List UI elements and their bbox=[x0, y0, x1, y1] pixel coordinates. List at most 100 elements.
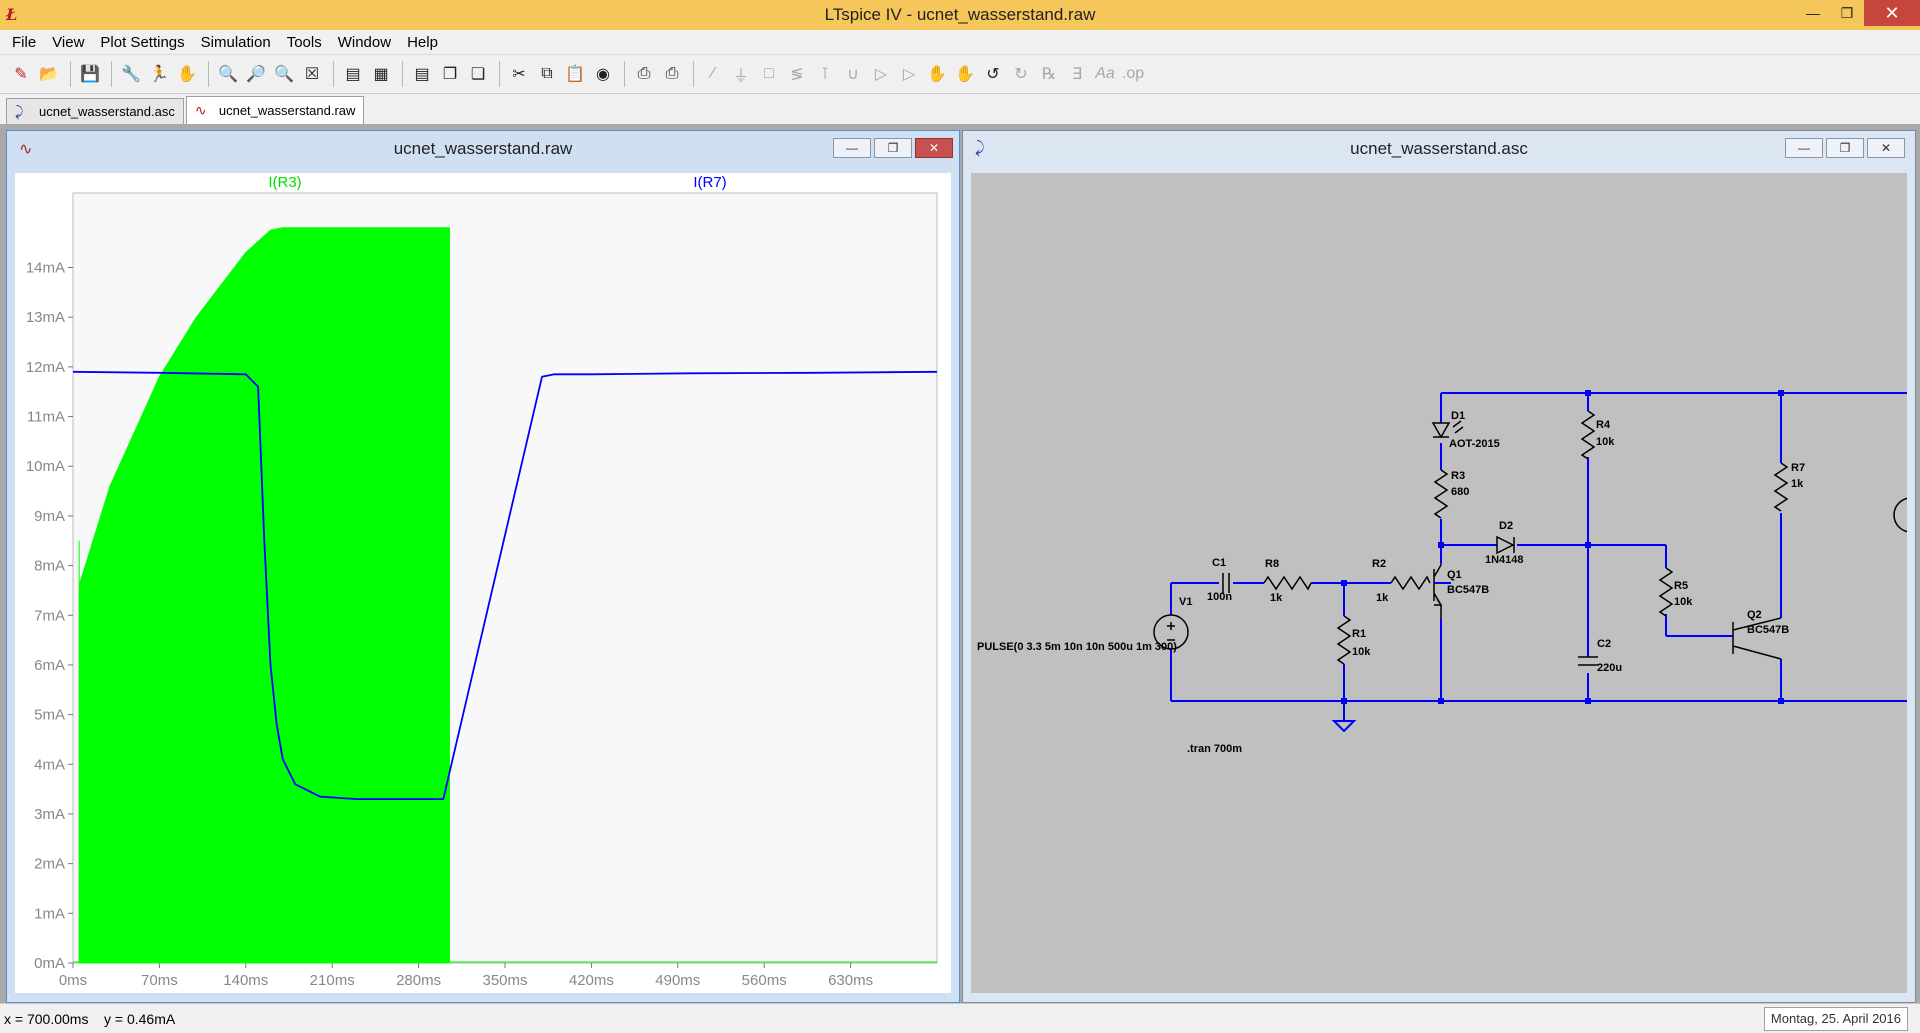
resistor-r4[interactable] bbox=[1580, 410, 1596, 460]
wire[interactable] bbox=[1665, 545, 1733, 637]
schematic-restore-button[interactable]: ❐ bbox=[1826, 138, 1864, 158]
restore-button[interactable]: ❐ bbox=[1840, 4, 1854, 21]
trace-label-i-r7[interactable]: I(R7) bbox=[693, 174, 726, 191]
resistor-r5[interactable] bbox=[1658, 567, 1674, 617]
zoom-in-icon[interactable]: 🔍 bbox=[218, 66, 238, 83]
cascade-icon[interactable]: ❐ bbox=[442, 66, 458, 83]
wire-icon[interactable]: ∕ bbox=[711, 65, 715, 82]
autorange-icon[interactable]: ▤ bbox=[345, 66, 361, 83]
copy-icon[interactable]: ⧉ bbox=[541, 65, 553, 82]
zoom-fit-icon[interactable]: ☒ bbox=[304, 66, 320, 83]
print-icon[interactable]: ⎙ bbox=[665, 65, 679, 82]
label-r8-value[interactable]: 1k bbox=[1270, 592, 1283, 604]
label-r7-value[interactable]: 1k bbox=[1791, 478, 1804, 490]
menu-help[interactable]: Help bbox=[407, 33, 438, 51]
label-r7-ref[interactable]: R7 bbox=[1791, 462, 1805, 474]
zoom-out-icon[interactable]: 🔍 bbox=[274, 66, 294, 83]
label-r5-ref[interactable]: R5 bbox=[1674, 580, 1688, 592]
trace-label-i-r3[interactable]: I(R3) bbox=[268, 174, 301, 191]
resistor-r2[interactable] bbox=[1390, 575, 1431, 591]
spice-directive-icon[interactable]: .op bbox=[1121, 65, 1145, 82]
label-v1-value[interactable]: PULSE(0 3.3 5m 10n 10n 500u 1m 300) bbox=[977, 641, 1177, 653]
label-q1-ref[interactable]: Q1 bbox=[1447, 569, 1462, 581]
capacitor-c1[interactable] bbox=[1222, 573, 1230, 593]
label-c2-ref[interactable]: C2 bbox=[1597, 638, 1611, 650]
label-r3-value[interactable]: 680 bbox=[1451, 486, 1469, 498]
find-binoculars-icon[interactable]: ◉ bbox=[596, 66, 610, 83]
close-button[interactable]: ✕ bbox=[1864, 0, 1920, 26]
undo-icon[interactable]: ↺ bbox=[986, 66, 1000, 83]
inductor-icon[interactable]: ∪ bbox=[847, 66, 859, 83]
menu-file[interactable]: File bbox=[12, 33, 37, 51]
label-v1-ref[interactable]: V1 bbox=[1179, 596, 1192, 608]
component-icon[interactable]: ▷ bbox=[902, 66, 916, 83]
resistor-r1[interactable] bbox=[1336, 615, 1352, 665]
resistor-r7[interactable] bbox=[1773, 462, 1789, 512]
capacitor-icon[interactable]: ⊺ bbox=[820, 66, 830, 83]
label-r5-value[interactable]: 10k bbox=[1674, 596, 1693, 608]
label-d1-ref[interactable]: D1 bbox=[1451, 410, 1465, 422]
move-hand-icon[interactable]: ✋ bbox=[927, 66, 947, 83]
schematic-minimize-button[interactable]: — bbox=[1785, 138, 1823, 158]
label-r2-ref[interactable]: R2 bbox=[1372, 558, 1386, 570]
resistor-r3[interactable] bbox=[1433, 469, 1449, 519]
ground-symbol[interactable] bbox=[1331, 720, 1357, 733]
capacitor-c2[interactable] bbox=[1578, 656, 1598, 666]
label-net-icon[interactable]: □ bbox=[764, 65, 774, 82]
autorange-y-icon[interactable]: ▦ bbox=[373, 66, 389, 83]
menu-plot-settings[interactable]: Plot Settings bbox=[100, 33, 185, 51]
menu-window[interactable]: Window bbox=[337, 33, 392, 51]
waveform-restore-button[interactable]: ❐ bbox=[874, 138, 912, 158]
label-r4-ref[interactable]: R4 bbox=[1596, 419, 1611, 431]
diode-icon[interactable]: ▷ bbox=[874, 66, 888, 83]
schematic-window[interactable]: ⤸ ucnet_wasserstand.asc — ❐ ✕ bbox=[962, 130, 1916, 1003]
mirror-icon[interactable]: ∃ bbox=[1071, 66, 1083, 83]
label-r8-ref[interactable]: R8 bbox=[1265, 558, 1279, 570]
resistor-icon[interactable]: ≶ bbox=[790, 66, 804, 83]
label-r2-value[interactable]: 1k bbox=[1376, 592, 1389, 604]
text-icon[interactable]: Aa bbox=[1095, 65, 1115, 82]
tab-schematic[interactable]: ⤸ ucnet_wasserstand.asc bbox=[6, 98, 184, 124]
label-r1-ref[interactable]: R1 bbox=[1352, 628, 1366, 640]
label-c1-value[interactable]: 100n bbox=[1207, 591, 1232, 603]
schematic-close-button[interactable]: ✕ bbox=[1867, 138, 1905, 158]
label-q2-value[interactable]: BC547B bbox=[1747, 624, 1789, 636]
cut-icon[interactable]: ✂ bbox=[512, 66, 526, 83]
resistor-r8[interactable] bbox=[1263, 575, 1312, 591]
label-r4-value[interactable]: 10k bbox=[1596, 436, 1615, 448]
label-q2-ref[interactable]: Q2 bbox=[1747, 609, 1762, 621]
ground-icon[interactable]: ⏚ bbox=[732, 68, 749, 85]
menu-tools[interactable]: Tools bbox=[286, 33, 322, 51]
tile-vertical-icon[interactable]: ❏ bbox=[470, 66, 486, 83]
waveform-window-titlebar[interactable]: ∿ ucnet_wasserstand.raw — ❐ ✕ bbox=[7, 131, 959, 167]
label-c2-value[interactable]: 220u bbox=[1597, 662, 1622, 674]
redo-icon[interactable]: ↻ bbox=[1014, 66, 1028, 83]
rotate-icon[interactable]: ℞ bbox=[1041, 66, 1057, 83]
tab-waveform[interactable]: ∿ ucnet_wasserstand.raw bbox=[185, 96, 365, 124]
new-schematic-icon[interactable]: ✎ bbox=[14, 66, 28, 83]
source-v2[interactable] bbox=[1893, 497, 1907, 533]
open-folder-icon[interactable]: 📂 bbox=[39, 66, 59, 83]
waveform-minimize-button[interactable]: — bbox=[833, 138, 871, 158]
control-panel-icon[interactable]: 🔧 bbox=[121, 66, 141, 83]
diode-d2[interactable] bbox=[1496, 535, 1515, 555]
label-d2-ref[interactable]: D2 bbox=[1499, 520, 1513, 532]
paste-icon[interactable]: 📋 bbox=[565, 66, 585, 83]
print-setup-icon[interactable]: ⎙ bbox=[637, 65, 651, 82]
source-v1[interactable] bbox=[1153, 614, 1189, 650]
schematic-window-titlebar[interactable]: ⤸ ucnet_wasserstand.asc — ❐ ✕ bbox=[963, 131, 1915, 167]
label-d1-value[interactable]: AOT-2015 bbox=[1449, 438, 1500, 450]
transistor-q2[interactable] bbox=[1732, 617, 1782, 660]
menu-simulation[interactable]: Simulation bbox=[200, 33, 271, 51]
pan-hand-icon[interactable]: ✋ bbox=[177, 66, 197, 83]
schematic-canvas[interactable]: D1 AOT-2015 R3 680 R4 10k R7 1k D2 1N414… bbox=[971, 173, 1907, 993]
label-r3-ref[interactable]: R3 bbox=[1451, 470, 1465, 482]
run-icon[interactable]: 🏃 bbox=[149, 66, 169, 83]
waveform-close-button[interactable]: ✕ bbox=[915, 138, 953, 158]
save-icon[interactable]: 💾 bbox=[80, 66, 100, 83]
label-d2-value[interactable]: 1N4148 bbox=[1485, 554, 1524, 566]
menu-view[interactable]: View bbox=[52, 33, 85, 51]
label-c1-ref[interactable]: C1 bbox=[1212, 557, 1226, 569]
